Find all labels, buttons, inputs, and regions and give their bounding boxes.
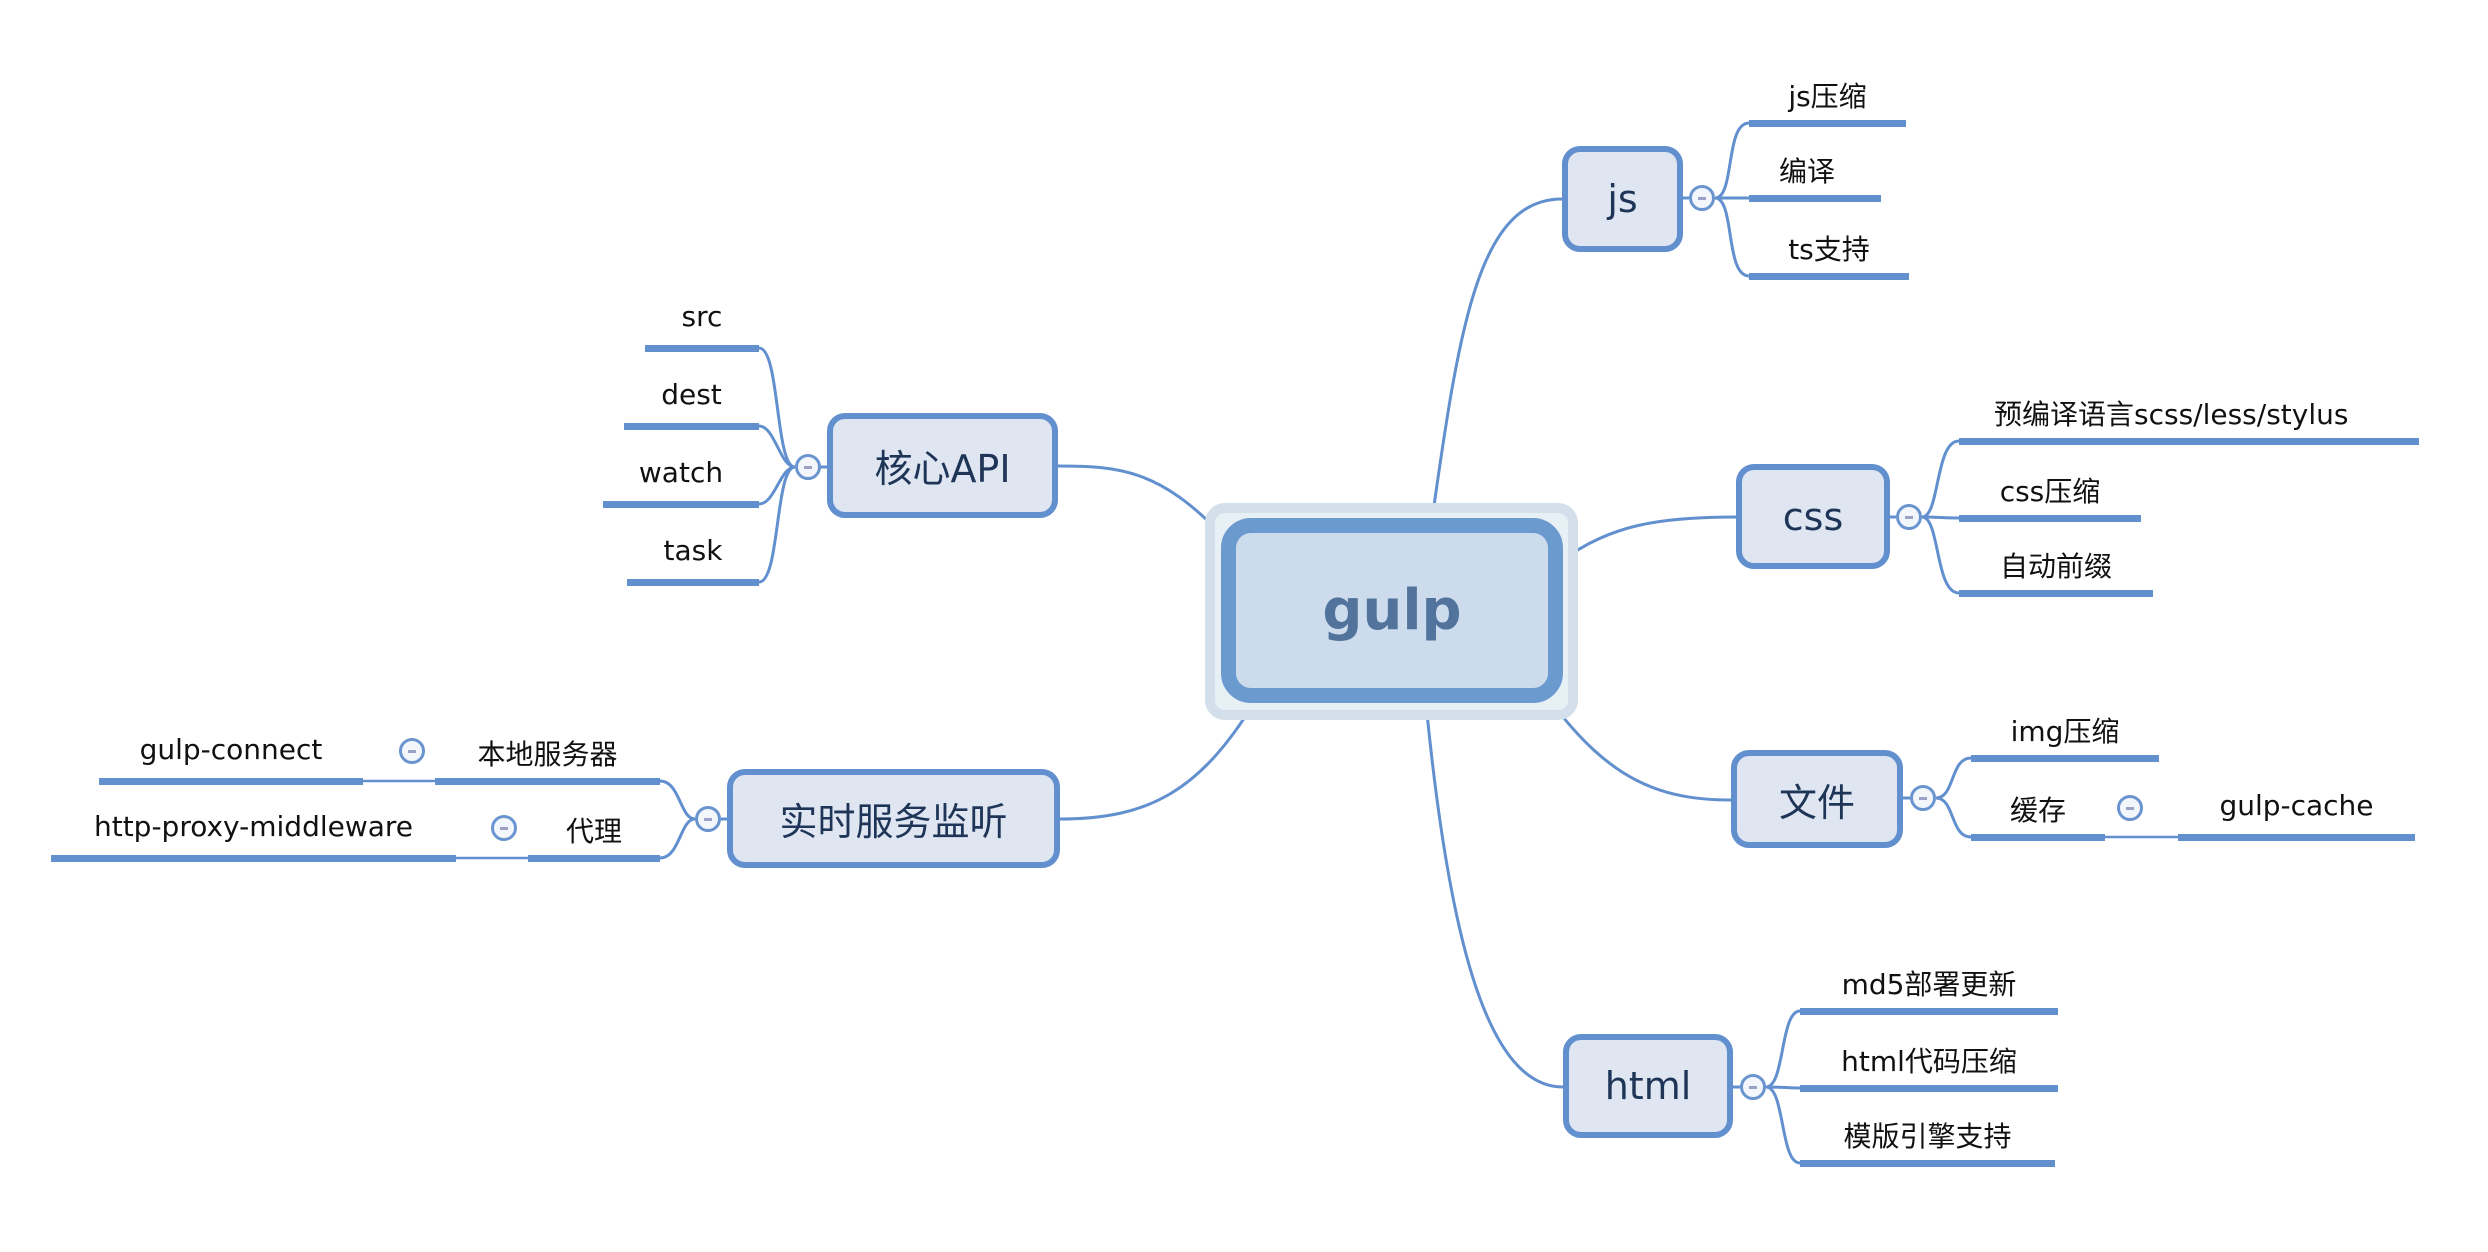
branch-label: html bbox=[1604, 1064, 1692, 1108]
branch-label: css bbox=[1782, 494, 1844, 539]
leaf-template-engine[interactable]: 模版引擎支持 bbox=[1843, 1120, 2012, 1153]
branch-node-css[interactable]: css bbox=[1736, 464, 1890, 569]
branch-node-html[interactable]: html bbox=[1563, 1034, 1733, 1138]
leaf-src[interactable]: src bbox=[681, 300, 723, 333]
connector-root-html bbox=[1424, 702, 1564, 1089]
collapse-js-button[interactable] bbox=[1689, 185, 1715, 211]
leaf-ts-support[interactable]: ts支持 bbox=[1788, 233, 1870, 266]
leaf-underline bbox=[2178, 834, 2415, 841]
collapse-cache-button[interactable] bbox=[2117, 795, 2143, 821]
branch-node-core-api[interactable]: 核心API bbox=[827, 413, 1058, 518]
leaf-autoprefix[interactable]: 自动前缀 bbox=[1999, 550, 2112, 583]
collapse-files-button[interactable] bbox=[1910, 785, 1936, 811]
leaf-underline bbox=[1971, 834, 2105, 841]
leaf-underline bbox=[627, 579, 759, 586]
leaf-underline bbox=[645, 345, 759, 352]
leaf-html-minify[interactable]: html代码压缩 bbox=[1841, 1045, 2017, 1078]
leaf-underline bbox=[1959, 590, 2153, 597]
collapse-local-server-button[interactable] bbox=[399, 738, 425, 764]
connector-root-core-api bbox=[1057, 464, 1224, 537]
root-node-gulp[interactable]: gulp bbox=[1221, 518, 1563, 703]
leaf-js-minify[interactable]: js压缩 bbox=[1788, 80, 1867, 113]
leaf-compile[interactable]: 编译 bbox=[1779, 155, 1836, 188]
connector-root-files bbox=[1550, 702, 1732, 802]
leaf-task[interactable]: task bbox=[663, 534, 723, 567]
leaf-preprocessor[interactable]: 预编译语言scss/less/stylus bbox=[1994, 398, 2349, 431]
leaf-proxy[interactable]: 代理 bbox=[565, 815, 622, 848]
connector-root-css bbox=[1562, 515, 1737, 562]
leaf-underline bbox=[603, 501, 759, 508]
leaf-underline bbox=[1959, 515, 2141, 522]
collapse-html-button[interactable] bbox=[1740, 1074, 1766, 1100]
branch-label: js bbox=[1607, 177, 1638, 221]
collapse-live-server-button[interactable] bbox=[695, 806, 721, 832]
branch-label: 文件 bbox=[1778, 780, 1855, 825]
leaf-underline bbox=[1959, 438, 2419, 445]
leaf-underline bbox=[1749, 120, 1906, 127]
branch-node-live-server[interactable]: 实时服务监听 bbox=[727, 769, 1060, 868]
leaf-md5-deploy[interactable]: md5部署更新 bbox=[1841, 968, 2017, 1001]
leaf-gulp-cache[interactable]: gulp-cache bbox=[2219, 789, 2374, 822]
branch-label: 实时服务监听 bbox=[779, 800, 1008, 844]
branch-node-js[interactable]: js bbox=[1562, 146, 1683, 252]
leaf-underline bbox=[51, 855, 456, 862]
connector-root-live bbox=[1059, 702, 1256, 821]
leaf-local-server[interactable]: 本地服务器 bbox=[477, 738, 618, 771]
leaf-underline bbox=[1749, 273, 1909, 280]
collapse-proxy-button[interactable] bbox=[491, 815, 517, 841]
leaf-css-minify[interactable]: css压缩 bbox=[1999, 475, 2101, 508]
leaf-underline bbox=[435, 778, 660, 785]
collapse-core-api-button[interactable] bbox=[795, 454, 821, 480]
leaf-gulp-connect[interactable]: gulp-connect bbox=[139, 733, 323, 766]
leaf-cache[interactable]: 缓存 bbox=[2009, 794, 2066, 827]
leaf-underline bbox=[1971, 755, 2159, 762]
leaf-underline bbox=[624, 423, 759, 430]
leaf-underline bbox=[1749, 195, 1881, 202]
leaf-underline bbox=[1800, 1160, 2055, 1167]
leaf-watch[interactable]: watch bbox=[638, 456, 724, 489]
root-node-label: gulp bbox=[1322, 578, 1462, 643]
leaf-underline bbox=[99, 778, 363, 785]
leaf-underline bbox=[1800, 1008, 2058, 1015]
leaf-http-proxy-middleware[interactable]: http-proxy-middleware bbox=[93, 810, 414, 843]
collapse-css-button[interactable] bbox=[1896, 504, 1922, 530]
branch-label: 核心API bbox=[874, 447, 1011, 491]
leaf-underline bbox=[1800, 1085, 2058, 1092]
branch-node-files[interactable]: 文件 bbox=[1731, 750, 1903, 848]
leaf-dest[interactable]: dest bbox=[661, 378, 722, 411]
leaf-underline bbox=[528, 855, 660, 862]
connector-root-js bbox=[1430, 197, 1563, 521]
leaf-img-minify[interactable]: img压缩 bbox=[2010, 715, 2120, 748]
